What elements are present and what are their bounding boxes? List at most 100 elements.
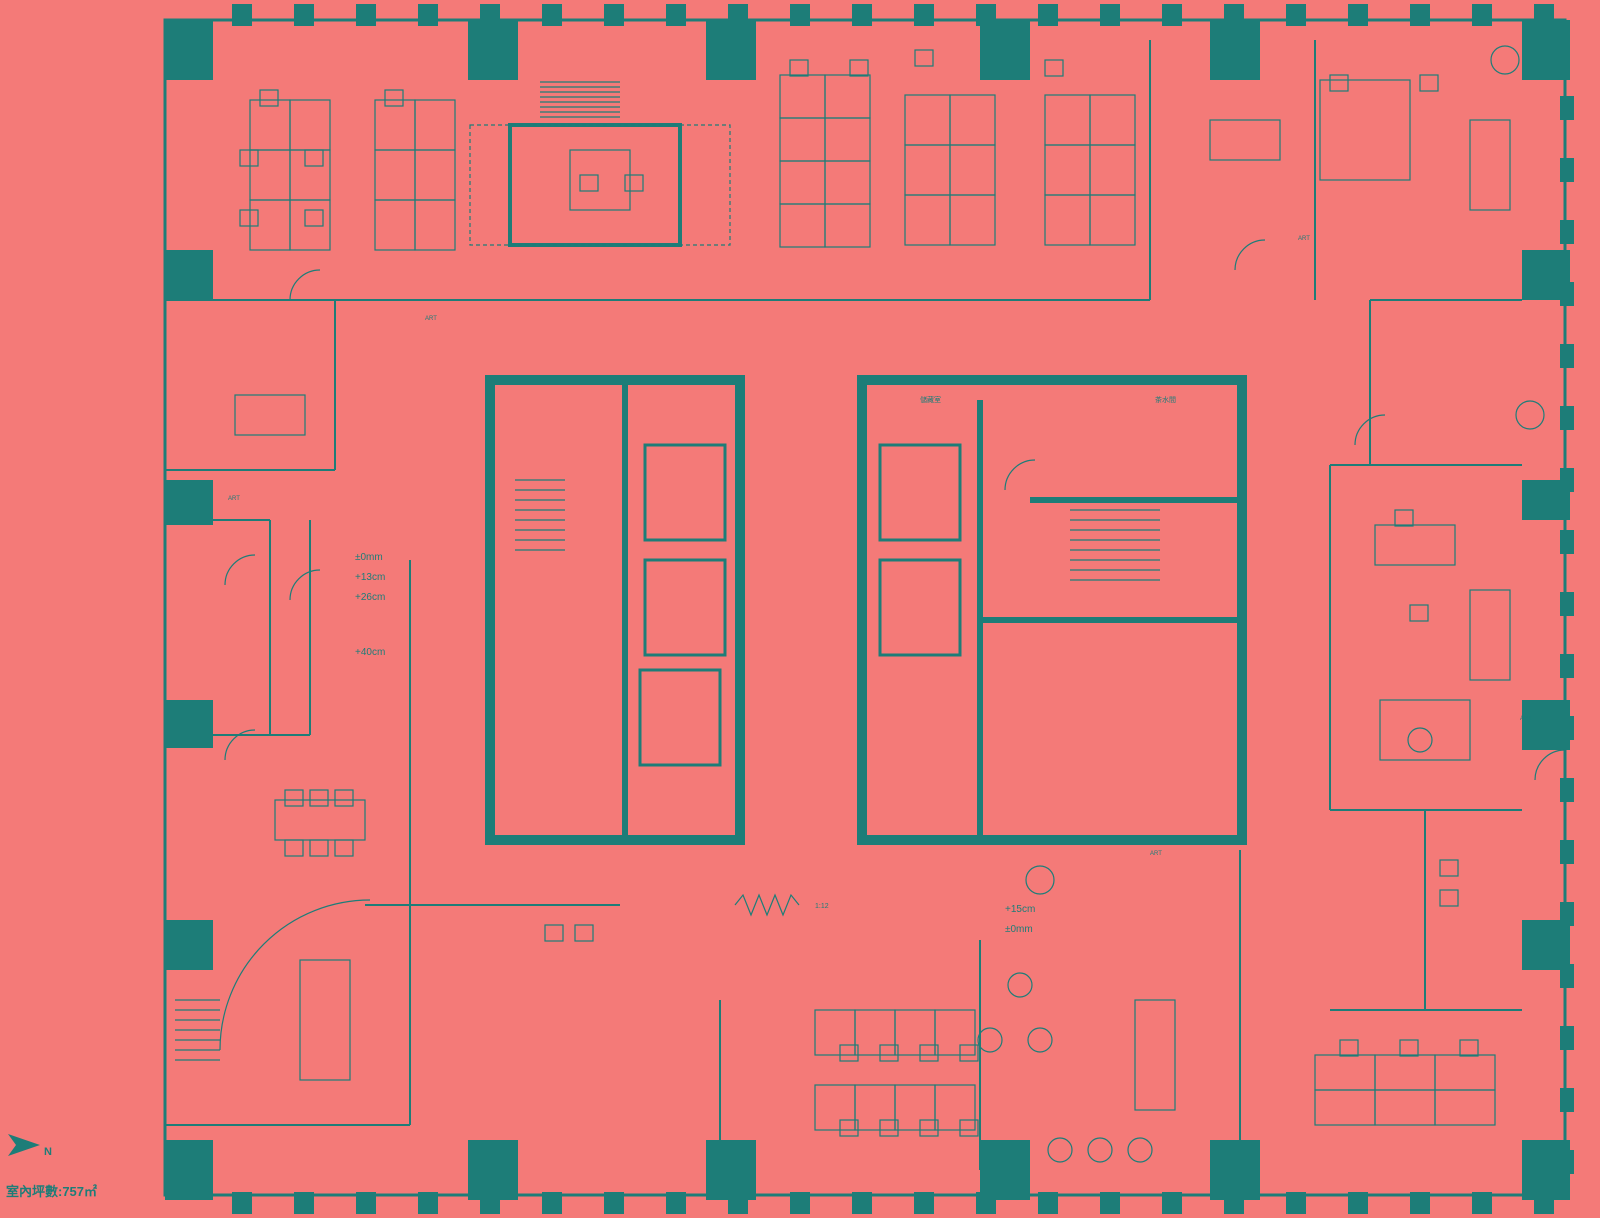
desk [1044, 194, 1091, 246]
column [1560, 592, 1574, 616]
door-swing [1354, 414, 1386, 446]
structural-column [165, 480, 213, 525]
meeting-room [508, 123, 682, 247]
structural-column [165, 920, 213, 970]
column [1410, 4, 1430, 26]
chair [1439, 889, 1459, 907]
structural-column [706, 1140, 756, 1200]
structural-column [1210, 20, 1260, 80]
north-arrow-icon [8, 1134, 40, 1156]
room-tag: 茶水間 [1155, 395, 1176, 404]
column [1100, 1192, 1120, 1214]
desk [374, 99, 416, 151]
column [1348, 4, 1368, 26]
desk [949, 144, 996, 196]
chair [334, 789, 354, 807]
desk [414, 199, 456, 251]
column [1286, 1192, 1306, 1214]
art-tag: ART [425, 316, 437, 322]
desk [779, 74, 826, 119]
column [1348, 1192, 1368, 1214]
chair [914, 49, 934, 67]
chair [304, 149, 324, 167]
desk [374, 149, 416, 201]
door-swing [1234, 239, 1266, 271]
column [1560, 1088, 1574, 1112]
column [914, 1192, 934, 1214]
chair [1409, 604, 1429, 622]
structural-column [468, 20, 518, 80]
door-swing [1534, 749, 1566, 781]
column [604, 4, 624, 26]
door-swing [219, 899, 371, 1051]
desk [1089, 144, 1136, 196]
column [1560, 220, 1574, 244]
north-label: N [44, 1146, 52, 1158]
column [1560, 530, 1574, 554]
room-tag: 儲藏室 [920, 395, 941, 404]
door-swing [224, 554, 256, 586]
round-stool [1047, 1137, 1073, 1163]
glass-outline [469, 124, 731, 246]
column [1410, 1192, 1430, 1214]
core-stair-lift-left [485, 375, 745, 845]
ramp-label: 1:12 [815, 903, 829, 910]
level-label: +40cm [355, 647, 385, 658]
desk [414, 149, 456, 201]
chair [284, 789, 304, 807]
desk [904, 94, 951, 146]
column [666, 4, 686, 26]
chair [1394, 509, 1414, 527]
desk [949, 94, 996, 146]
column [1162, 1192, 1182, 1214]
elevator-car [643, 443, 727, 542]
chair [1399, 1039, 1419, 1057]
desk [814, 1084, 856, 1131]
plant [1490, 45, 1520, 75]
chair [959, 1044, 979, 1062]
column [666, 1192, 686, 1214]
desk [249, 99, 291, 151]
round-stool [1007, 972, 1033, 998]
column [1560, 344, 1574, 368]
art-tag: ART [1298, 236, 1310, 242]
column [356, 4, 376, 26]
conference-table [1134, 999, 1176, 1111]
column [1472, 4, 1492, 26]
column [1560, 96, 1574, 120]
structural-column [468, 1140, 518, 1200]
desk [934, 1084, 976, 1131]
plant [1025, 865, 1055, 895]
column [1560, 1026, 1574, 1050]
column [1560, 840, 1574, 864]
chair [849, 59, 869, 77]
chair [309, 839, 329, 857]
elevator-car [878, 443, 962, 542]
level-label: ±0mm [355, 552, 383, 563]
chair [1439, 859, 1459, 877]
structural-column [706, 20, 756, 80]
desk [1044, 94, 1091, 146]
desk [824, 117, 871, 162]
structural-column [165, 700, 213, 748]
desk [289, 99, 331, 151]
chair [1419, 74, 1439, 92]
chair [839, 1119, 859, 1137]
column [1038, 4, 1058, 26]
desk [234, 394, 306, 436]
plant [1515, 400, 1545, 430]
desk [814, 1009, 856, 1056]
column [1560, 406, 1574, 430]
elevator-car [878, 558, 962, 657]
round-stool [1127, 1137, 1153, 1163]
structural-column [980, 20, 1030, 80]
level-label: +13cm [355, 572, 385, 583]
column [542, 1192, 562, 1214]
structural-column [165, 1140, 213, 1200]
chair [334, 839, 354, 857]
desk [289, 199, 331, 251]
desk [249, 149, 291, 201]
chair [879, 1044, 899, 1062]
structural-column [1522, 1140, 1570, 1200]
desk [894, 1084, 936, 1131]
